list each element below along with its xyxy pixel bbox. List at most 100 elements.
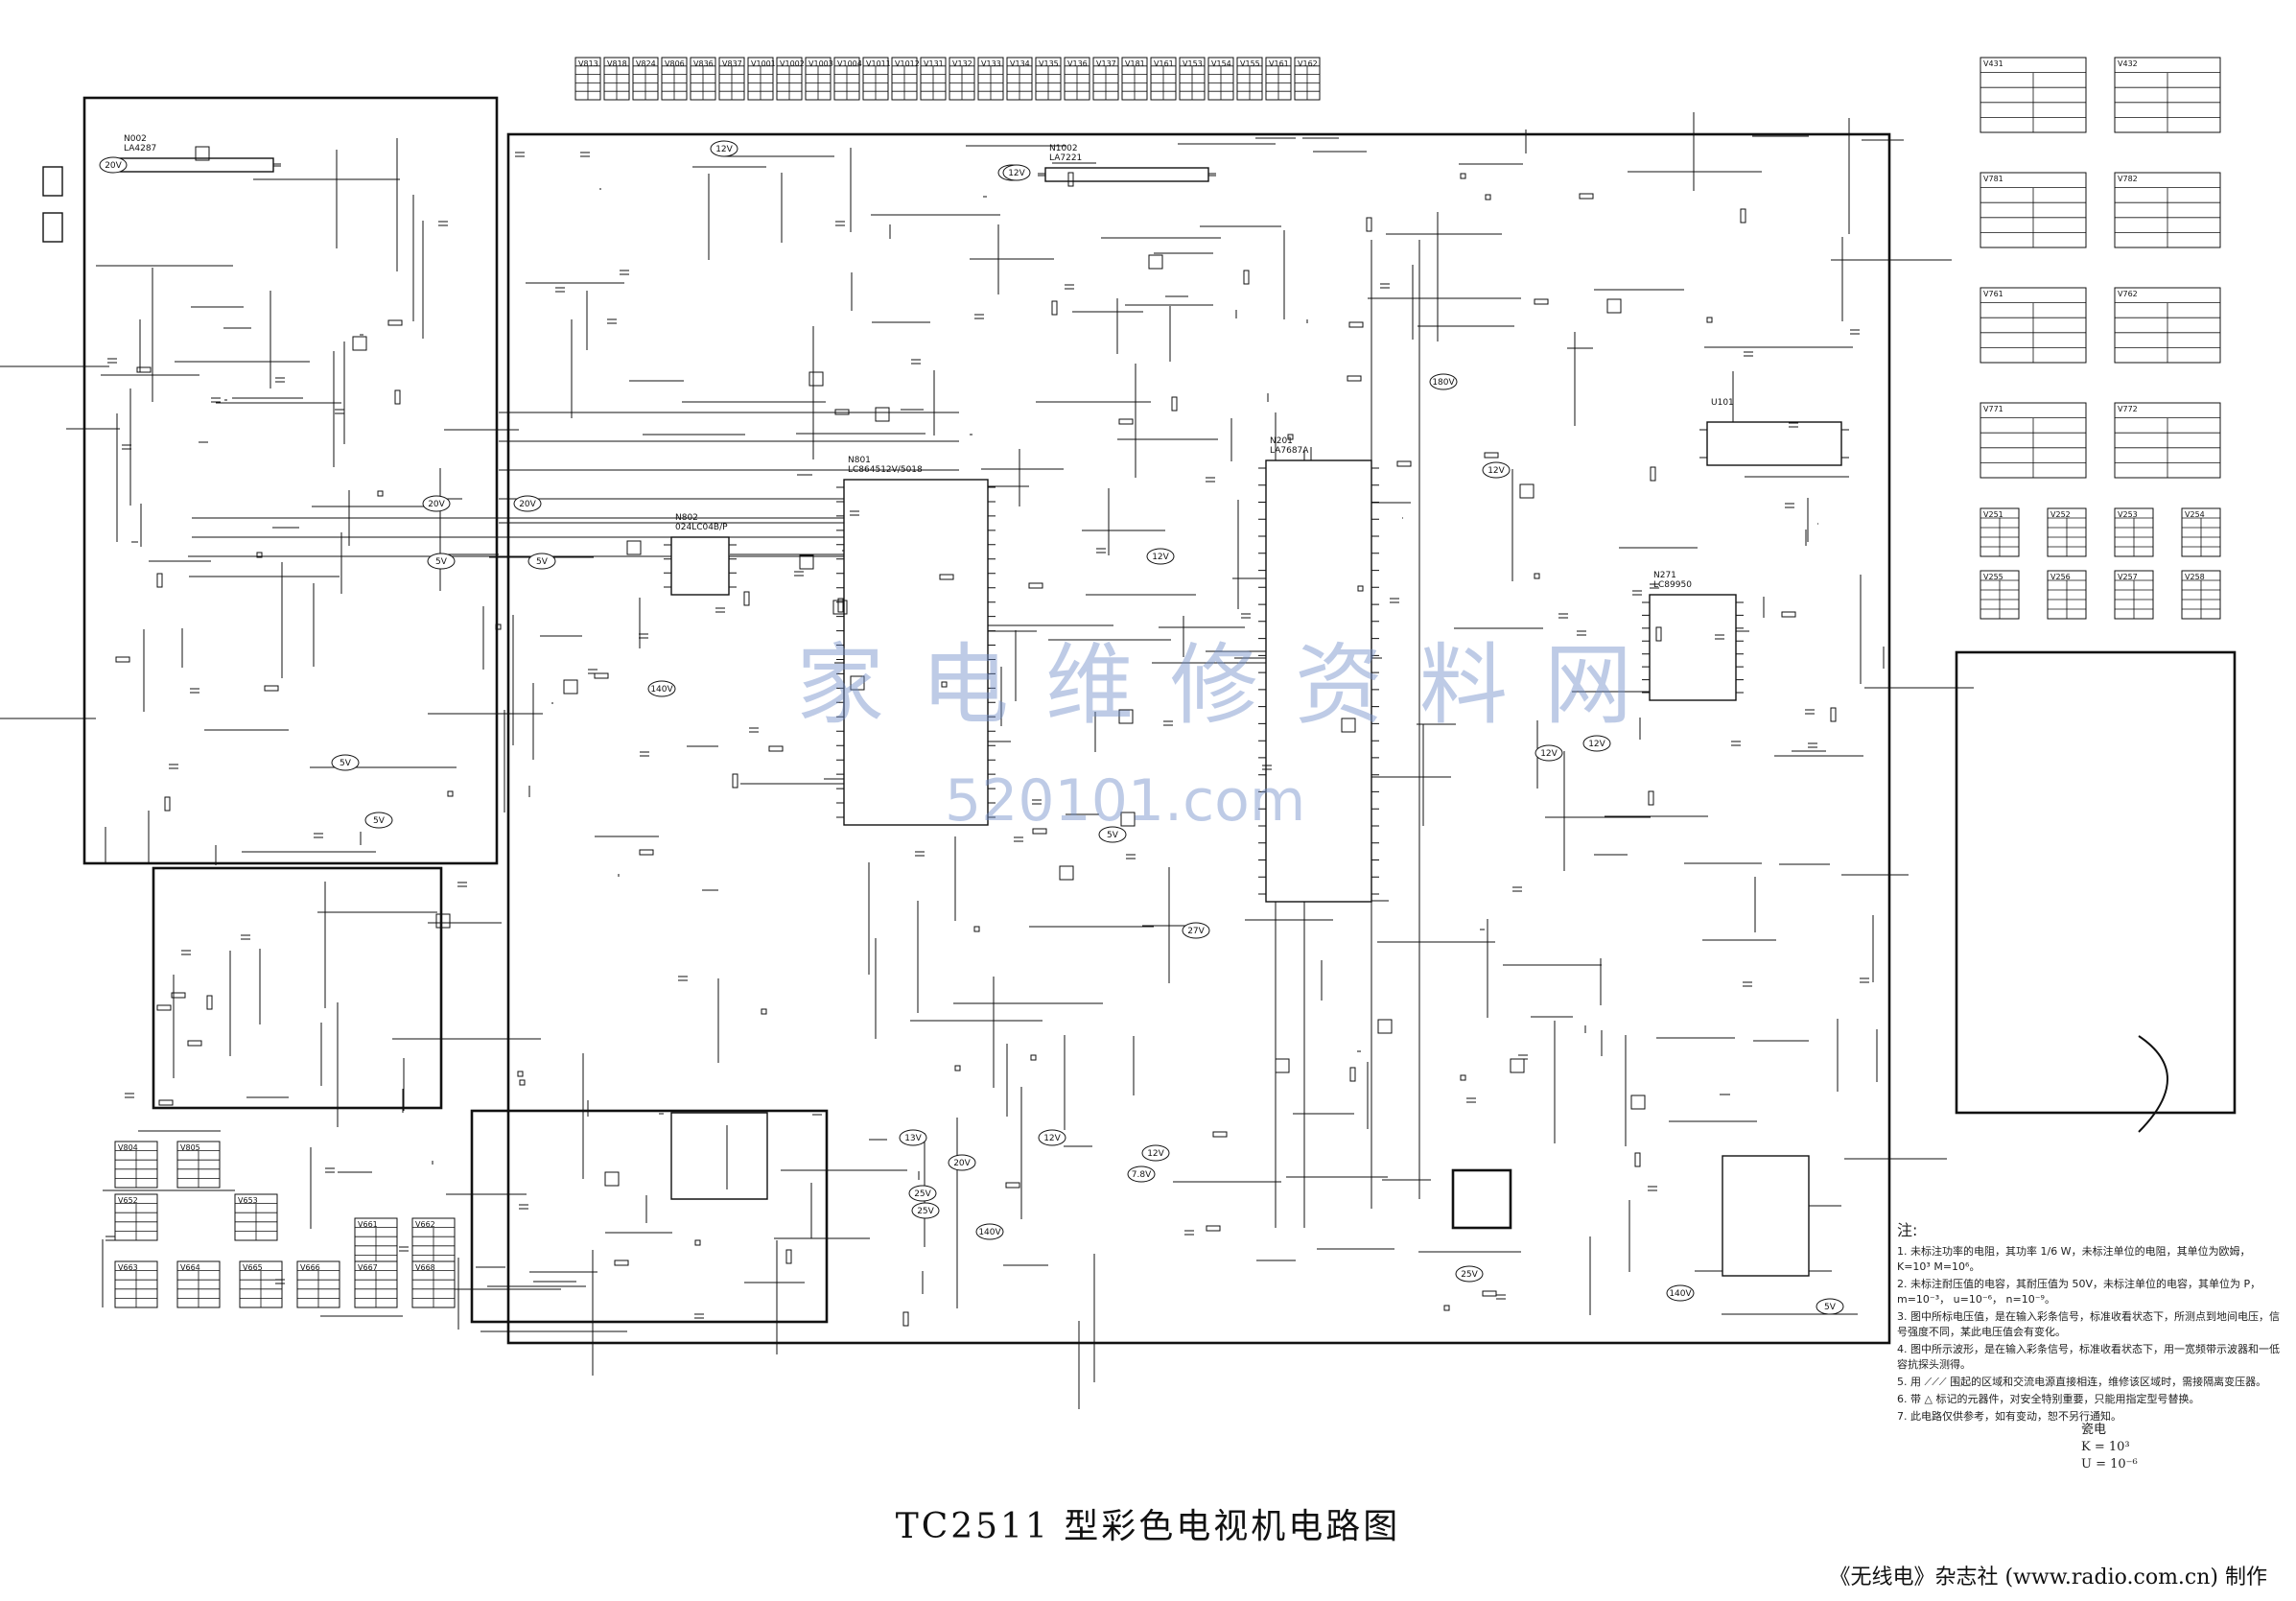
resistor (834, 409, 850, 415)
table-grid (892, 65, 917, 100)
rail-label: 12V (710, 140, 738, 157)
resistor (1032, 828, 1047, 835)
table-title: V162 (1298, 59, 1318, 68)
capacitor (620, 270, 629, 275)
voltage-table: V162 (1294, 57, 1321, 101)
section-box (152, 866, 443, 1110)
table-grid (2115, 579, 2153, 619)
table-grid (2115, 302, 2220, 363)
rail-oval (427, 553, 456, 570)
rail-text: 20V (428, 500, 445, 509)
voltage-table: V804 (114, 1141, 158, 1189)
resistor (1287, 434, 1294, 440)
rail-text: 5V (1824, 1303, 1837, 1312)
capacitor (607, 318, 617, 324)
table-title: V1004 (837, 59, 862, 68)
table-title: V761 (1983, 290, 2003, 298)
capacitor (835, 221, 845, 226)
rail-label: 20V (422, 495, 451, 512)
rail-text: 12V (1043, 1134, 1061, 1143)
ic-label: LA7687A (1270, 446, 1309, 456)
table-grid (355, 1227, 397, 1264)
resistor (939, 574, 954, 580)
rail-oval (1038, 1129, 1066, 1146)
rail-oval (1146, 548, 1175, 565)
resistor (1396, 460, 1412, 467)
rail-label: 12V (1535, 744, 1563, 762)
rail-oval (647, 680, 676, 697)
table-title: V1011 (866, 59, 891, 68)
voltage-table: V1003 (805, 57, 833, 101)
resistor (1740, 208, 1746, 224)
speaker-icon (42, 166, 63, 197)
rail-oval (1482, 461, 1511, 479)
capacitor (314, 833, 323, 838)
rail-oval (1535, 744, 1563, 762)
resistor (495, 624, 502, 630)
units-legend: 瓷电 K = 10³ U = 10⁻⁶ (2081, 1422, 2138, 1473)
resistor (875, 407, 890, 422)
capacitor (275, 377, 285, 383)
capacitor (1512, 886, 1522, 892)
resistor (941, 681, 948, 688)
resistor (954, 1065, 961, 1071)
rail-oval (99, 156, 128, 174)
resistor (743, 591, 750, 606)
rail-text: 12V (1588, 740, 1605, 749)
rail-text: 20V (519, 500, 536, 509)
table-grid (2182, 517, 2220, 556)
capacitor (1731, 741, 1741, 746)
table-title: V431 (1983, 59, 2003, 68)
table-title: V256 (2050, 573, 2071, 581)
table-grid (1980, 517, 2019, 556)
capacitor (1496, 1294, 1506, 1300)
ic-label: N271 (1653, 571, 1676, 580)
table-title: V782 (2118, 175, 2138, 183)
rail-label: 7.8V (1127, 1165, 1156, 1183)
capacitor (588, 669, 597, 674)
resistor (1706, 317, 1713, 323)
resistor (1830, 707, 1837, 722)
table-grid (1980, 302, 2086, 363)
table-title: V137 (1096, 59, 1116, 68)
table-title: V664 (180, 1263, 200, 1272)
resistor (1243, 270, 1250, 285)
resistor (614, 1260, 629, 1266)
table-title: V134 (1010, 59, 1030, 68)
resistor (1349, 1067, 1356, 1082)
rail-oval (513, 495, 542, 512)
capacitor (399, 1246, 409, 1252)
rail-text: 12V (1147, 1149, 1164, 1159)
rail-text: 13V (904, 1134, 922, 1143)
voltage-table: V135 (1035, 57, 1062, 101)
table-grid (1093, 65, 1118, 100)
table-grid (2115, 187, 2220, 247)
capacitor (1743, 981, 1752, 987)
capacitor (640, 751, 649, 757)
capacitor (911, 359, 921, 365)
voltage-table: V251 (1980, 507, 2020, 557)
resistor (1118, 709, 1134, 724)
rail-oval (948, 1154, 976, 1171)
table-grid (978, 65, 1003, 100)
voltage-table: V762 (2114, 287, 2221, 364)
resistor (1212, 1131, 1228, 1138)
capacitor (639, 633, 648, 639)
rail-label: 140V (975, 1223, 1004, 1240)
rail-text: 25V (917, 1207, 934, 1216)
table-title: V154 (1211, 59, 1231, 68)
table-title: V836 (693, 59, 714, 68)
capacitor (211, 397, 221, 403)
ic-label: U101 (1711, 398, 1734, 408)
table-grid (412, 1270, 455, 1307)
voltage-table: V666 (296, 1260, 340, 1308)
ic-body (670, 536, 730, 596)
table-title: V132 (952, 59, 972, 68)
resistor (115, 656, 130, 663)
voltage-table: V771 (1980, 402, 2087, 479)
rail-label: 12V (1482, 461, 1511, 479)
rail-oval (1429, 373, 1458, 390)
